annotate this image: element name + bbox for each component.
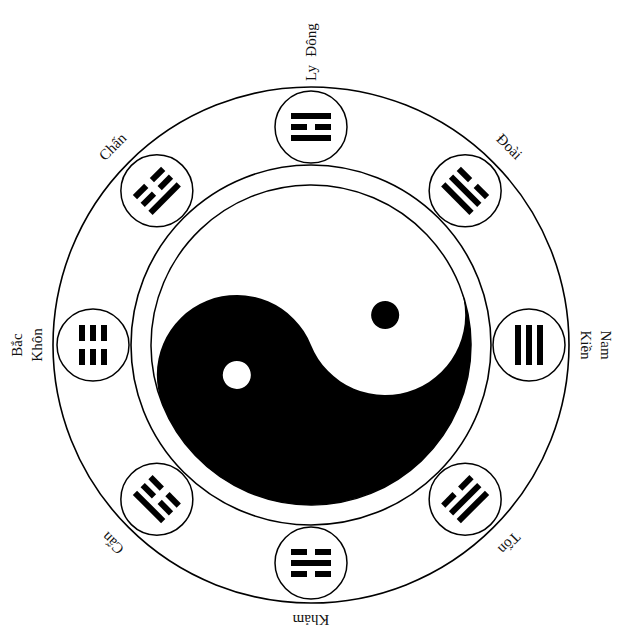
trigram-label: Khôn — [30, 328, 45, 361]
trigram-label: Đông — [304, 23, 319, 56]
trigram-label: Ly — [304, 65, 319, 81]
trigram-label: Cấn — [99, 529, 127, 557]
yin-yang — [103, 137, 520, 554]
trigram — [106, 140, 208, 242]
trigram — [414, 448, 516, 550]
trigram-label: Chấn — [96, 130, 129, 163]
trigram — [414, 140, 516, 242]
trigram-label: Đoài — [493, 131, 524, 162]
trigram-label: Kiền — [578, 330, 593, 359]
trigram — [275, 527, 347, 599]
trigram-label: Bắc — [10, 333, 25, 356]
trigram — [275, 91, 347, 163]
trigram — [106, 448, 208, 550]
trigram-label: Nam — [598, 330, 613, 359]
trigram-label: Khảm — [293, 612, 330, 627]
trigram — [57, 309, 129, 381]
trigram-label: Tốn — [495, 529, 523, 557]
trigram — [493, 309, 565, 381]
outer-ring — [53, 87, 569, 603]
